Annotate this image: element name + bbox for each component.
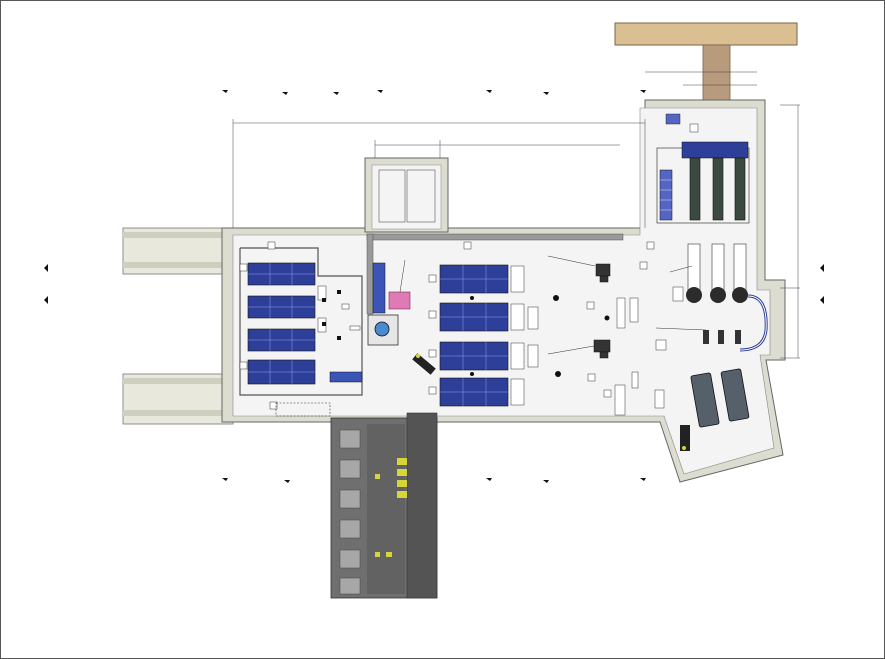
central-machine	[367, 314, 399, 346]
black-markers	[322, 290, 610, 377]
pink-equipment	[388, 291, 411, 310]
access-road-stem	[702, 44, 731, 104]
small-fixtures	[239, 123, 699, 416]
panel-array-center	[439, 264, 539, 407]
adjacent-building	[330, 412, 438, 599]
access-road	[614, 22, 798, 46]
note-box	[275, 402, 331, 417]
equipment-cluster	[547, 255, 611, 359]
dimension-lines	[232, 71, 800, 359]
storage-tanks	[686, 243, 768, 352]
left-lower-tunnel	[122, 373, 234, 425]
panel-array-left	[247, 262, 316, 385]
generators	[680, 368, 750, 451]
room-left-outline	[239, 247, 363, 396]
left-upper-tunnel	[122, 227, 234, 275]
yellow-vehicle	[412, 353, 436, 375]
top-annex	[364, 157, 449, 233]
pump-room	[656, 113, 750, 224]
leader-lines	[399, 259, 707, 331]
stairs-blue	[329, 262, 386, 383]
